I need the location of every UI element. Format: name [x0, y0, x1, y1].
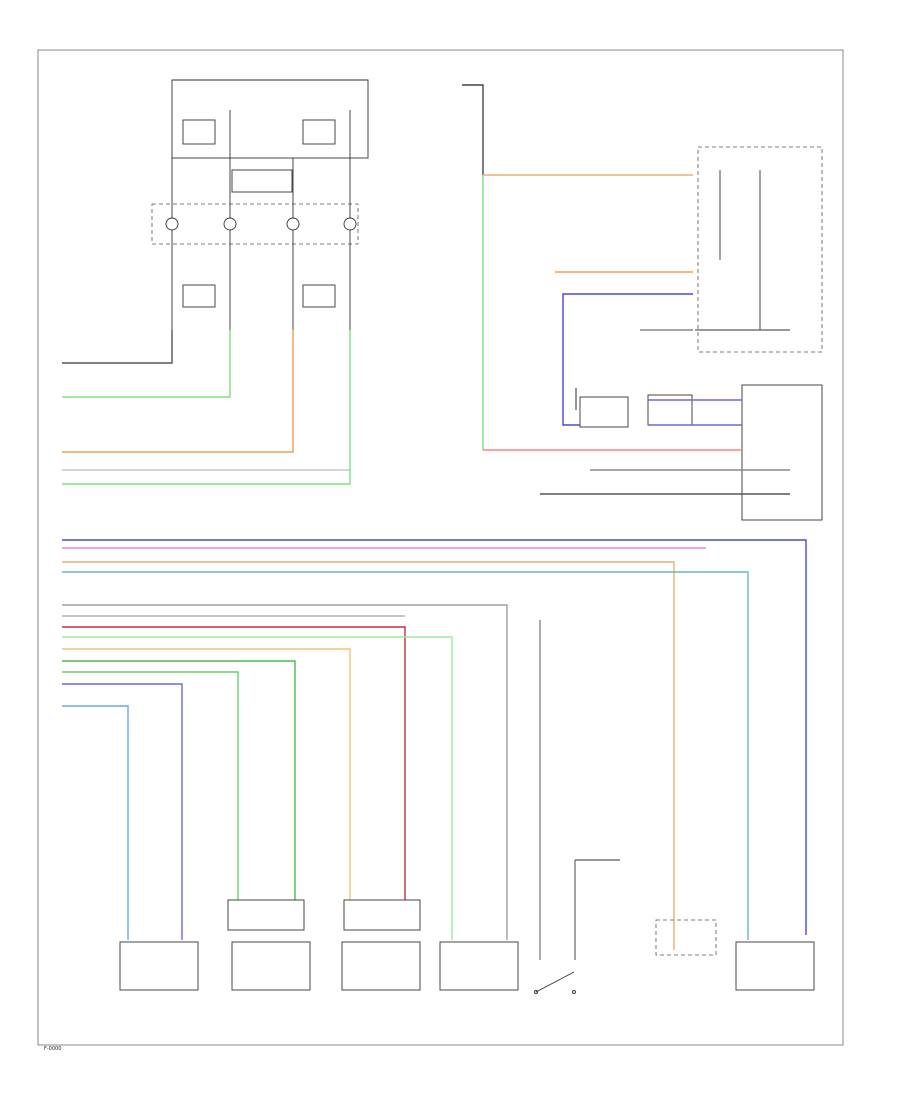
- fuse-relay-block: [151, 79, 369, 330]
- switch-box-1: [182, 284, 216, 308]
- wire-lightgreen-1: [62, 636, 453, 940]
- relay-bottom-2: [343, 899, 421, 931]
- terminal-3: [286, 217, 300, 231]
- sensor-box-1: [119, 941, 199, 991]
- sensor-box-4: [439, 941, 519, 991]
- wire-gray-4: [62, 604, 508, 940]
- wire-green-1: [62, 330, 231, 398]
- footer-code: F-0000: [44, 1046, 61, 1052]
- connector-block: [579, 396, 629, 428]
- diagram-frame: [37, 49, 844, 1046]
- control-unit-box: [741, 384, 823, 521]
- switch-box-2: [302, 284, 336, 308]
- module-outline: [697, 146, 823, 353]
- wire-green-4: [62, 671, 239, 900]
- wire-lightblue-1: [62, 705, 129, 940]
- wire-darkred-1: [62, 626, 406, 900]
- sensor-box-2: [231, 941, 311, 991]
- sensor-box-3: [341, 941, 421, 991]
- sensor-box-5: [735, 941, 815, 991]
- wire-black-1: [62, 330, 173, 364]
- sensor-dash-box: [655, 919, 717, 956]
- fuse-box-outline: [171, 79, 369, 159]
- wire-orange-1: [62, 330, 294, 453]
- junction-box: [231, 169, 293, 193]
- terminal-2: [223, 217, 237, 231]
- relay-bottom-1: [227, 899, 305, 931]
- top-right-module: [579, 146, 823, 521]
- wire-teal-bus: [62, 571, 749, 940]
- terminal-1: [165, 217, 179, 231]
- bottom-sensors: [119, 859, 815, 994]
- wire-green-2: [62, 330, 351, 485]
- wire-violet-3: [62, 683, 183, 940]
- wire-green-3: [62, 660, 296, 900]
- wire-blue-1: [562, 293, 693, 426]
- wire-tan-2: [62, 648, 351, 900]
- connector-housing: [151, 203, 359, 245]
- relay-box-1: [182, 119, 216, 145]
- wire-blue-bus: [62, 539, 807, 935]
- wire-tan-bus: [62, 561, 675, 950]
- terminal-4: [343, 217, 357, 231]
- wire-black-feed: [462, 84, 484, 175]
- relay-box-2: [302, 119, 336, 145]
